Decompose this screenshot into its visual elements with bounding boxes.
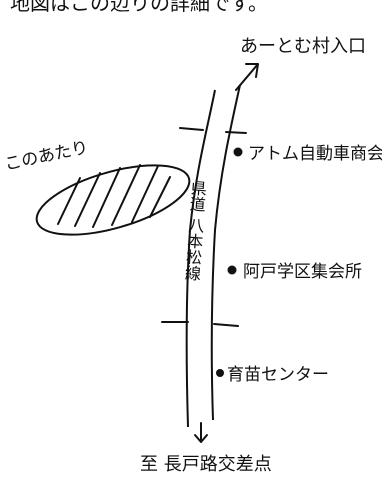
road-line-left [185, 89, 216, 428]
landmark-atom-auto: アトム自動車商会 [233, 144, 382, 164]
landmark-community-hall: 阿戸学区集会所 [227, 262, 362, 282]
landmark-nursery-center: 育苗センター [216, 365, 329, 385]
crossroad-mark-upper [179, 127, 247, 134]
target-area [35, 164, 191, 236]
landmark-dot-icon [227, 265, 237, 275]
top-caption: 地図はこの辺りの詳細です。 [10, 0, 268, 15]
arrow-down-icon [194, 422, 208, 443]
road-line-right [210, 84, 241, 421]
landmark-dot-icon [216, 369, 224, 377]
area-label: このあたり [3, 138, 90, 175]
road-name-label: 県道 八本松線 [181, 179, 207, 281]
landmark-dot-icon [233, 147, 243, 157]
landmark-label: 育苗センター [227, 365, 329, 385]
crossroad-mark-lower [161, 321, 239, 327]
destination-label-top: あーとむ村入口 [240, 36, 366, 57]
landmark-label: アトム自動車商会 [248, 144, 382, 164]
landmark-label: 阿戸学区集会所 [243, 262, 362, 282]
destination-label-bottom: 至 長戸路交差点 [140, 454, 272, 475]
